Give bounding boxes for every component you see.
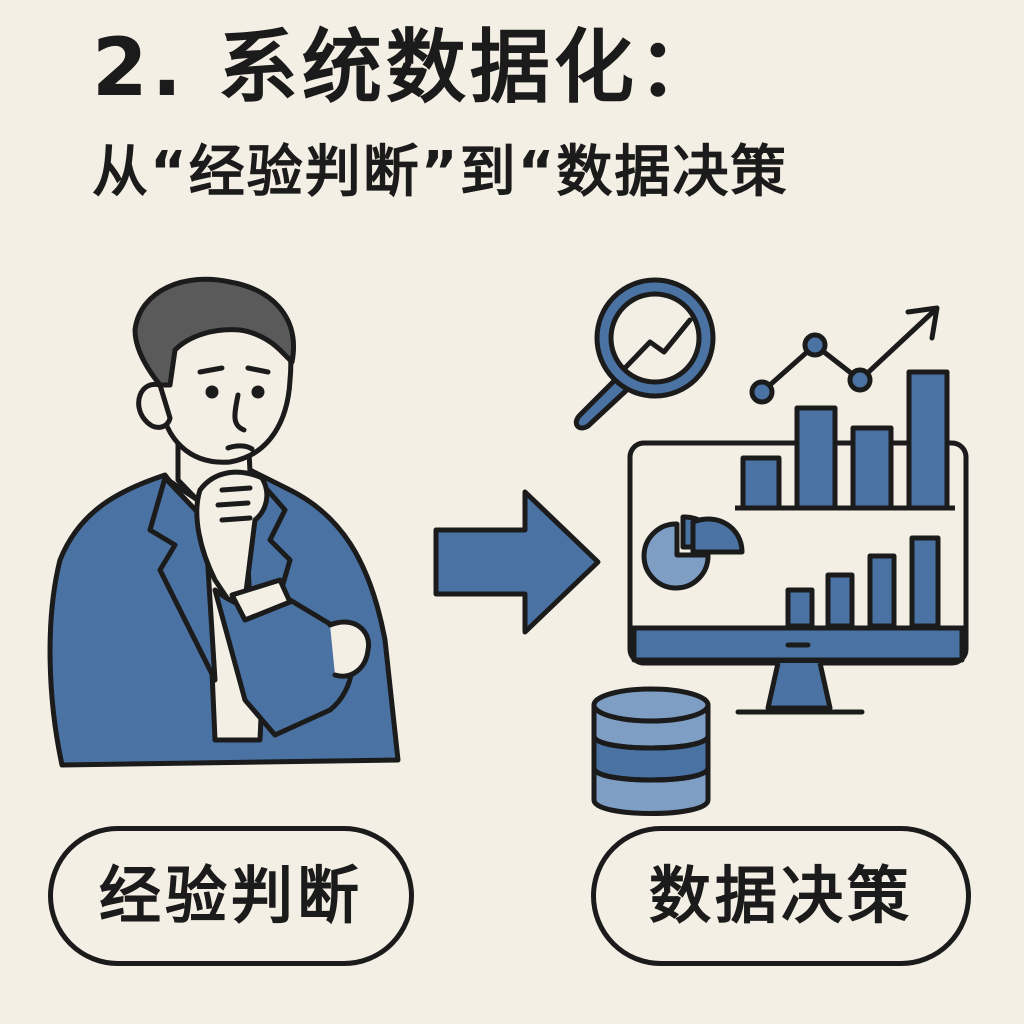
- experience-judgment-text: 经验判断: [98, 859, 363, 932]
- page-subtitle: 从“经验判断”到“数据决策: [92, 140, 789, 205]
- database-icon: [591, 686, 711, 816]
- dashboard-monitor-icon: [627, 369, 969, 715]
- trend-line-icon: [749, 305, 940, 405]
- page-title: 2. 系统数据化：: [92, 21, 722, 114]
- data-decision-text: 数据决策: [648, 859, 913, 932]
- right-arrow-icon: [433, 489, 601, 635]
- magnifying-glass-icon: [573, 277, 716, 431]
- thinking-businessman-icon: [47, 276, 401, 768]
- data-decision-label: 数据决策: [591, 826, 971, 966]
- experience-judgment-label: 经验判断: [48, 826, 414, 966]
